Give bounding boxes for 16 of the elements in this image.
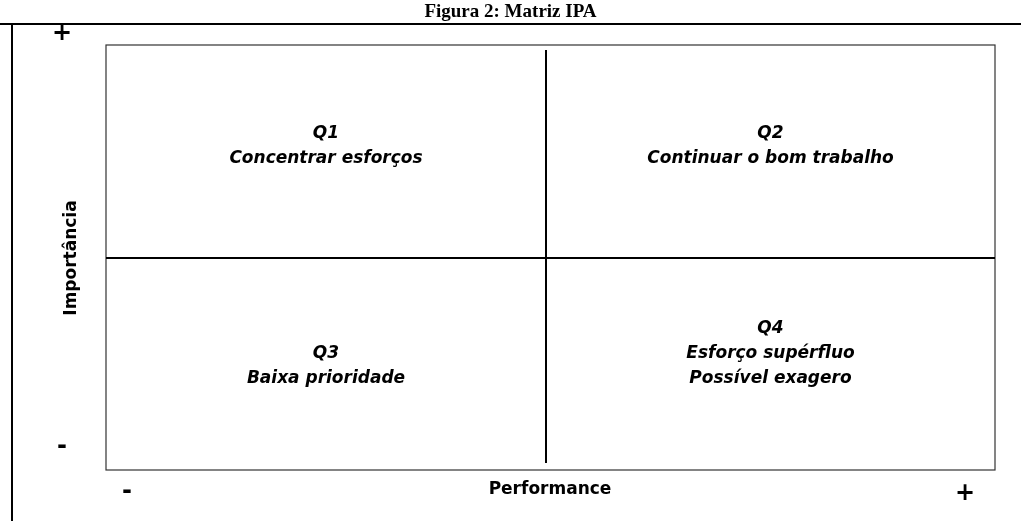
axis-minus-sign: - <box>57 431 67 459</box>
axis-plus-sign: + <box>954 478 976 506</box>
axis-title: Importância <box>60 200 80 316</box>
axis-title: Performance <box>488 478 612 498</box>
axis-minus-sign: - <box>122 476 132 504</box>
quadrant-description: Esforço supérfluo <box>686 341 855 364</box>
quadrant-label: Q3 <box>312 341 340 364</box>
axis-plus-sign: + <box>51 18 73 46</box>
quadrant-description: Concentrar esforços <box>229 146 423 169</box>
figure-title: Figura 2: Matriz IPA <box>424 0 597 22</box>
quadrant-description: Continuar o bom trabalho <box>647 146 894 169</box>
quadrant-description: Possível exagero <box>689 366 852 389</box>
quadrant-description: Baixa prioridade <box>246 366 406 389</box>
quadrant-label: Q2 <box>757 121 784 144</box>
quadrant-label: Q4 <box>757 316 784 339</box>
quadrant-label: Q1 <box>312 121 340 144</box>
